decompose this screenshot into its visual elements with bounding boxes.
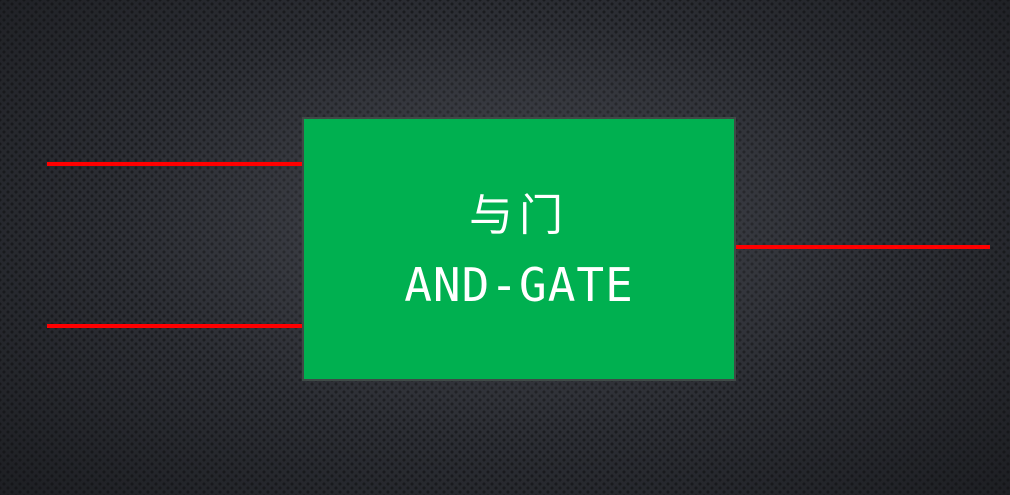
and-gate-box: 与门 AND-GATE	[302, 117, 736, 381]
output-wire	[734, 245, 990, 249]
input-wire-a	[47, 162, 303, 166]
input-wire-b	[47, 324, 303, 328]
gate-label-english: AND-GATE	[404, 258, 634, 312]
gate-label-chinese: 与门	[469, 190, 569, 241]
